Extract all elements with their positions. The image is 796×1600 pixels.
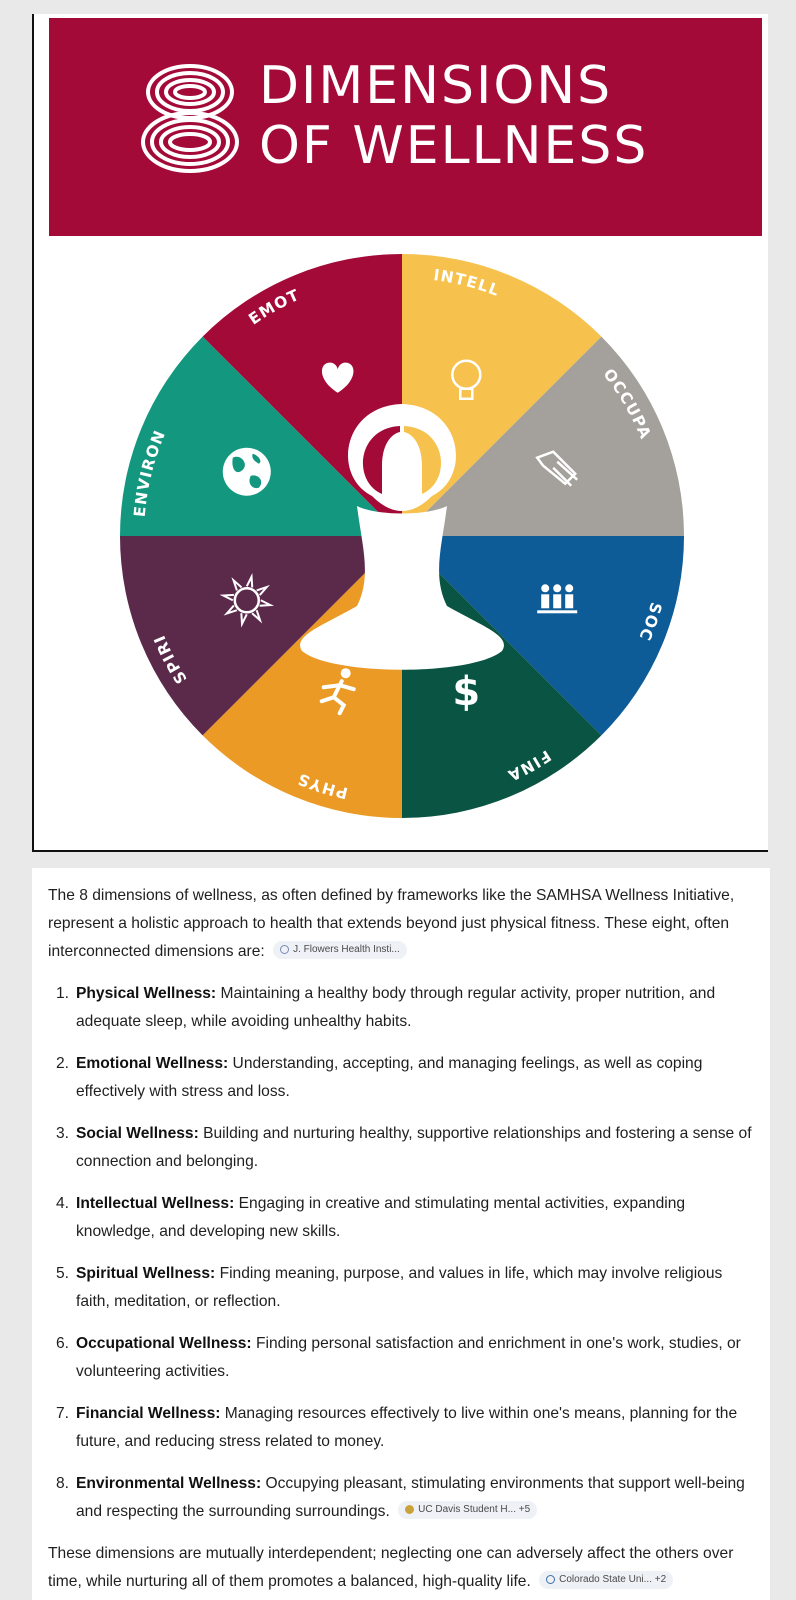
- wheel-segment-spiritual: [120, 536, 402, 736]
- handshake-icon: [535, 450, 579, 487]
- banner-title-line1: DIMENSIONS: [259, 56, 613, 116]
- banner-title: DIMENSIONS OF WELLNESS: [259, 56, 648, 176]
- list-item-term: Intellectual Wellness:: [76, 1195, 235, 1212]
- wellness-wheel: EMOTIONALINTELLECTUALOCCUPATIONALSOCIALF…: [120, 254, 684, 818]
- list-item-number: 1.: [56, 985, 70, 1002]
- outro-text: These dimensions are mutually interdepen…: [48, 1545, 734, 1590]
- title-banner: DIMENSIONS OF WELLNESS: [49, 18, 762, 236]
- wheel-segment-physical: [202, 536, 402, 818]
- list-item: 3. Social Wellness: Building and nurturin…: [48, 1120, 754, 1176]
- list-item: 2. Emotional Wellness: Understanding, acc…: [48, 1050, 754, 1106]
- outro-paragraph: These dimensions are mutually interdepen…: [48, 1540, 754, 1596]
- wheel-segment-environmental: [120, 336, 402, 536]
- source-chip[interactable]: UC Davis Student H... +5: [398, 1500, 538, 1519]
- list-item-description: Maintaining a healthy body through regul…: [76, 985, 716, 1030]
- list-item-description: Understanding, accepting, and managing f…: [76, 1055, 703, 1100]
- list-item-description: Occupying pleasant, stimulating environm…: [76, 1475, 745, 1520]
- source-chip-label: J. Flowers Health Insti...: [293, 943, 400, 955]
- list-item: 5. Spiritual Wellness: Finding meaning, p…: [48, 1260, 754, 1316]
- intro-paragraph: The 8 dimensions of wellness, as often d…: [48, 882, 754, 966]
- list-item-number: 7.: [56, 1405, 70, 1422]
- heart-icon: [321, 362, 354, 393]
- list-item-number: 5.: [56, 1265, 70, 1282]
- source-favicon-icon: [405, 1505, 415, 1514]
- list-item-description: Finding meaning, purpose, and values in …: [76, 1265, 723, 1310]
- globe-icon: [222, 447, 271, 496]
- list-item-term: Physical Wellness:: [76, 985, 217, 1002]
- list-item-term: Financial Wellness:: [76, 1405, 221, 1422]
- list-item-description: Engaging in creative and stimulating men…: [76, 1195, 686, 1240]
- list-item: 8. Environmental Wellness: Occupying plea…: [48, 1470, 754, 1526]
- list-item: 7. Financial Wellness: Managing resources…: [48, 1400, 754, 1456]
- banner-title-line2: OF WELLNESS: [259, 116, 649, 176]
- list-item-term: Social Wellness:: [76, 1125, 199, 1142]
- intro-text: The 8 dimensions of wellness, as often d…: [48, 887, 735, 960]
- dimensions-list: 1. Physical Wellness: Maintaining a healt…: [48, 980, 754, 1526]
- wheel-segment-occupational: [402, 336, 684, 536]
- list-item-term: Emotional Wellness:: [76, 1055, 229, 1072]
- list-item-number: 8.: [56, 1475, 70, 1492]
- list-item: 6. Occupational Wellness: Finding persona…: [48, 1330, 754, 1386]
- list-item-number: 4.: [56, 1195, 70, 1212]
- svg-text:$: $: [452, 669, 480, 715]
- sun-icon: [219, 573, 275, 628]
- answer-text-panel: The 8 dimensions of wellness, as often d…: [32, 868, 770, 1600]
- source-favicon-icon: [280, 945, 290, 954]
- list-item: 1. Physical Wellness: Maintaining a healt…: [48, 980, 754, 1036]
- wheel-segment-social: [402, 536, 684, 736]
- wheel-segment-financial: [402, 536, 602, 818]
- source-favicon-icon: [546, 1575, 556, 1584]
- list-item: 4. Intellectual Wellness: Engaging in cre…: [48, 1190, 754, 1246]
- dollar-icon: $: [452, 669, 480, 715]
- list-item-term: Spiritual Wellness:: [76, 1265, 216, 1282]
- list-item-term: Environmental Wellness:: [76, 1475, 262, 1492]
- meditating-figure-inner: [362, 426, 442, 494]
- source-chip-label: Colorado State Uni... +2: [559, 1573, 667, 1585]
- list-item-number: 6.: [56, 1335, 70, 1352]
- people-icon: [537, 584, 578, 614]
- list-item-term: Occupational Wellness:: [76, 1335, 252, 1352]
- list-item-number: 2.: [56, 1055, 70, 1072]
- source-chip[interactable]: J. Flowers Health Insti...: [273, 940, 407, 959]
- list-item-description: Finding personal satisfaction and enrich…: [76, 1335, 741, 1380]
- source-chip-label: UC Davis Student H... +5: [418, 1503, 531, 1515]
- list-item-description: Building and nurturing healthy, supporti…: [76, 1125, 752, 1170]
- runner-icon: [319, 668, 356, 716]
- source-chip[interactable]: Colorado State Uni... +2: [539, 1570, 674, 1589]
- list-item-description: Managing resources effectively to live w…: [76, 1405, 738, 1450]
- lightbulb-icon: [451, 359, 482, 401]
- list-item-number: 3.: [56, 1125, 70, 1142]
- eight-logo-icon: [141, 64, 239, 173]
